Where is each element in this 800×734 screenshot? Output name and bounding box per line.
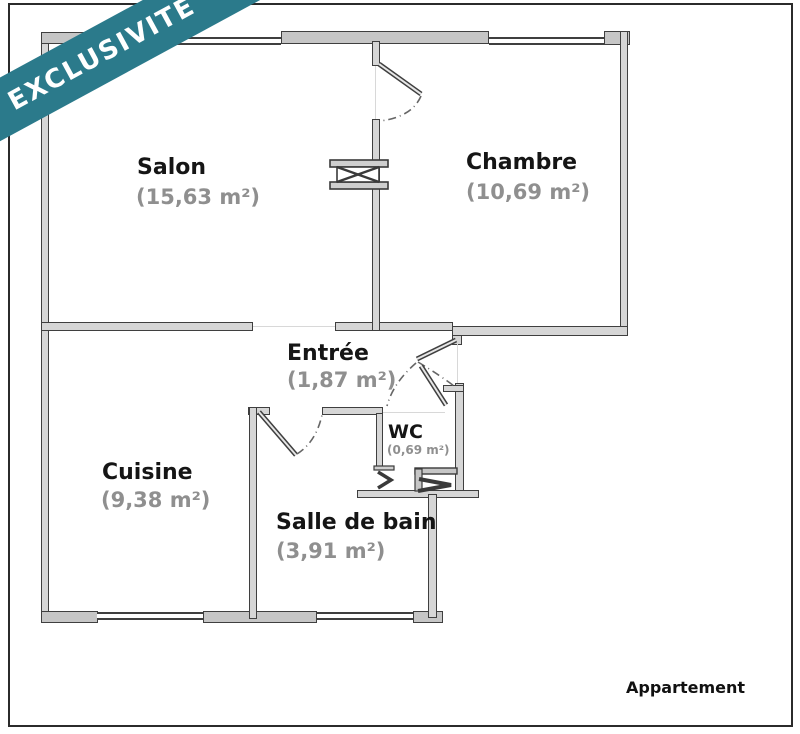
room-area-wc: (0,69 m²): [387, 443, 450, 457]
room-label-sdb: Salle de bain: [276, 510, 437, 535]
door-leaf-wc-fill: [420, 365, 447, 406]
room-area-sdb: (3,91 m²): [276, 539, 386, 563]
door-leaf-chambre-top-fill: [378, 63, 422, 95]
wall-top-middle: [281, 31, 489, 44]
room-label-chambre: Chambre: [466, 150, 578, 175]
door-arc-wc: [386, 362, 417, 407]
room-area-chambre: (10,69 m²): [466, 180, 591, 204]
wall-sdb-north-right: [322, 407, 383, 415]
wall-sdb-east: [428, 494, 437, 618]
opening-divider-door: [375, 66, 376, 119]
folding-door-small-icon: [373, 465, 395, 490]
room-label-wc: WC: [388, 421, 423, 443]
window-cuisine: [97, 612, 203, 620]
chimney-icon: [329, 159, 389, 190]
window-salle-de-bain: [317, 612, 413, 620]
door-leaf-chambre-fill: [416, 339, 457, 360]
wall-bottom-middle: [203, 611, 317, 623]
door-arc-chambre: [417, 361, 455, 387]
wall-divider-cuisine-sdb: [249, 407, 257, 619]
wall-divider-salon-chambre: [372, 119, 380, 331]
door-arc-sdb: [296, 414, 323, 455]
room-area-salon: (15,63 m²): [136, 185, 261, 209]
door-leaf-sdb-fill: [258, 411, 297, 456]
room-area-entree: (1,87 m²): [287, 368, 397, 392]
opening-salon-entree: [253, 326, 335, 327]
wall-chambre-south: [452, 326, 628, 336]
door-arc-chambre-top: [379, 95, 422, 122]
window-chambre: [489, 37, 604, 45]
wall-salon-south-left: [41, 322, 253, 331]
opening-wc-north: [383, 412, 445, 413]
plan-title: Appartement: [626, 678, 746, 697]
wall-divider-salon-chambre-top: [372, 41, 380, 66]
room-label-entree: Entrée: [287, 341, 369, 366]
room-label-cuisine: Cuisine: [102, 460, 193, 485]
opening-entree-east: [457, 343, 458, 383]
wall-wc-jamb-top: [443, 385, 464, 392]
room-label-salon: Salon: [137, 155, 207, 180]
folding-door-large-icon: [414, 467, 458, 493]
room-area-cuisine: (9,38 m²): [101, 488, 211, 512]
image-border: [8, 3, 793, 727]
